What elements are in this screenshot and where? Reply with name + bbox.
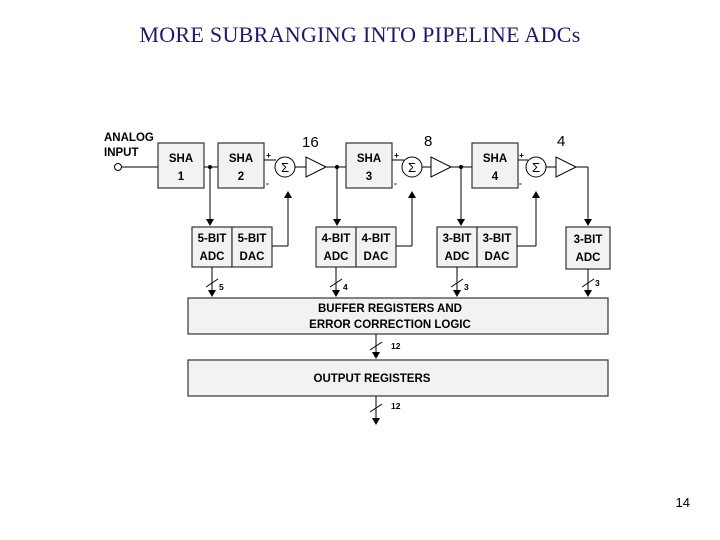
svg-text:Σ: Σ [408, 160, 416, 175]
amplifier-1 [305, 156, 328, 178]
sha-1-block: SHA 1 [157, 142, 205, 189]
sum2-minus: - [394, 178, 397, 188]
svg-text:SHA: SHA [229, 153, 253, 165]
sum1-minus: - [266, 178, 269, 188]
svg-text:ERROR CORRECTION LOGIC: ERROR CORRECTION LOGIC [309, 319, 471, 331]
gain-label-2: 8 [424, 133, 432, 150]
svg-text:3: 3 [595, 278, 600, 288]
sha-3-block: SHA 3 [345, 142, 393, 189]
stage-4-adc: 3-BIT ADC [565, 226, 611, 270]
svg-text:3-BIT: 3-BIT [483, 233, 512, 245]
svg-text:ADC: ADC [445, 251, 470, 263]
stage-2-dac: 4-BIT DAC [355, 226, 397, 268]
svg-text:4: 4 [492, 171, 499, 183]
stage-3-adc: 3-BIT ADC [436, 226, 478, 268]
gain-label-1: 16 [302, 134, 319, 151]
svg-text:SHA: SHA [357, 153, 381, 165]
svg-text:3: 3 [366, 171, 372, 183]
svg-text:DAC: DAC [364, 251, 389, 263]
stage-3-dac: 3-BIT DAC [476, 226, 518, 268]
svg-text:ADC: ADC [576, 252, 601, 264]
svg-text:DAC: DAC [240, 251, 265, 263]
summer-3: Σ [525, 156, 547, 178]
analog-input-label-2: INPUT [104, 147, 139, 159]
summer-1: Σ [274, 156, 296, 178]
svg-text:3-BIT: 3-BIT [443, 233, 472, 245]
svg-text:DAC: DAC [485, 251, 510, 263]
output-registers-block: OUTPUT REGISTERS [187, 359, 609, 397]
amplifier-3 [555, 156, 578, 178]
svg-text:5-BIT: 5-BIT [198, 233, 227, 245]
svg-text:Σ: Σ [532, 160, 540, 175]
svg-text:OUTPUT REGISTERS: OUTPUT REGISTERS [314, 373, 431, 385]
svg-text:ADC: ADC [324, 251, 349, 263]
svg-text:BUFFER REGISTERS AND: BUFFER REGISTERS AND [318, 303, 462, 315]
svg-text:12: 12 [391, 401, 401, 411]
summer-2: Σ [401, 156, 423, 178]
analog-input-terminal [114, 163, 122, 171]
sha-4-block: SHA 4 [471, 142, 519, 189]
bus-stage-1: 5 [205, 267, 224, 297]
svg-text:SHA: SHA [169, 153, 193, 165]
svg-text:4-BIT: 4-BIT [322, 233, 351, 245]
slide-title: MORE SUBRANGING INTO PIPELINE ADCs [139, 22, 581, 47]
sha-2-block: SHA 2 [217, 142, 265, 189]
bus-stage-3: 3 [450, 267, 469, 297]
svg-text:3: 3 [464, 282, 469, 292]
svg-text:5: 5 [219, 282, 224, 292]
amplifier-2 [430, 156, 453, 178]
svg-text:5-BIT: 5-BIT [238, 233, 267, 245]
svg-text:2: 2 [238, 171, 244, 183]
sum2-plus: + [394, 150, 399, 160]
buffer-registers-block: BUFFER REGISTERS AND ERROR CORRECTION LO… [187, 297, 609, 335]
bus-stage-4: 3 [581, 269, 600, 297]
svg-text:3-BIT: 3-BIT [574, 234, 603, 246]
bus-output: 12 [369, 396, 401, 425]
svg-text:4-BIT: 4-BIT [362, 233, 391, 245]
sum3-plus: + [519, 150, 524, 160]
analog-input-label-1: ANALOG [104, 132, 154, 144]
svg-text:4: 4 [343, 282, 348, 292]
svg-text:1: 1 [178, 171, 185, 183]
bus-buffer-to-output: 12 [369, 334, 401, 359]
stage-1-adc: 5-BIT ADC [191, 226, 233, 268]
svg-text:SHA: SHA [483, 153, 507, 165]
stage-1-dac: 5-BIT DAC [231, 226, 273, 268]
sum3-minus: - [519, 178, 522, 188]
sum1-plus: + [266, 150, 271, 160]
bus-stage-2: 4 [329, 267, 348, 297]
svg-text:Σ: Σ [281, 160, 289, 175]
gain-label-3: 4 [557, 133, 565, 150]
stage-2-adc: 4-BIT ADC [315, 226, 357, 268]
svg-text:ADC: ADC [200, 251, 225, 263]
svg-text:12: 12 [391, 341, 401, 351]
page-number: 14 [675, 495, 690, 510]
